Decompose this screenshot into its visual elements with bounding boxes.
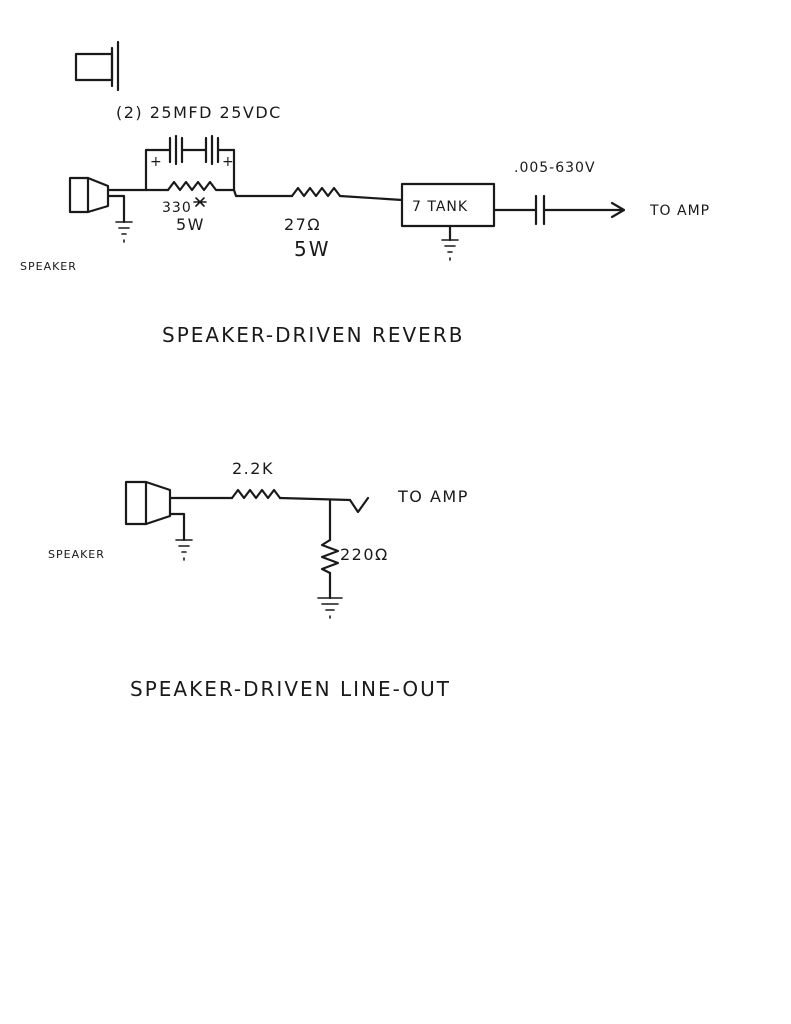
reverb-tank-label: 7 TANK [412,199,468,215]
reverb-output-arrow-icon [542,201,626,219]
reverb-wire-to-tank [338,194,404,202]
reverb-cap-label: (2) 25MFD 25VDC [116,103,282,122]
reverb-speaker-ground-icon [106,194,133,243]
lineout-shunt-ground-icon [317,571,343,619]
reverb-r2-value: 27Ω [284,215,321,234]
reverb-to-amp: TO AMP [649,203,710,219]
lineout-r2-value: 220Ω [340,545,389,564]
reverb-r1-watt: 5W [176,215,205,234]
reverb-title: SPEAKER-DRIVEN REVERB [162,323,464,347]
lineout-speaker-ground-icon [168,512,193,561]
reverb-out-cap-label: .005-630V [514,160,596,176]
lineout-output-tap-icon [348,496,370,514]
lineout-to-amp: TO AMP [397,487,469,506]
lineout-title: SPEAKER-DRIVEN LINE-OUT [130,677,451,701]
reverb-out-cap-icon [534,194,546,226]
reverb-wire-mid [232,188,294,198]
reverb-tank-ground-icon [441,224,459,261]
lineout-wire-node [278,496,352,502]
reverb-r2-watt: 5W [294,237,331,261]
reverb-speaker-icon [68,176,110,214]
reverb-speaker-label: SPEAKER [20,260,77,273]
lineout-resistor-220-icon [320,538,340,575]
reverb-cap-plus-right: + [222,154,235,170]
reverb-resistor-330-icon [166,180,226,192]
reverb-cap-left-icon [168,134,184,166]
lineout-speaker-label: SPEAKER [48,548,105,561]
reverb-cap-right-icon [204,134,220,166]
reverb-resistor-27-icon [290,186,342,198]
reverb-r1-value: 330 [162,200,192,216]
lineout-speaker-icon [124,480,172,526]
reverb-r1-ohm-mark-icon [193,197,207,207]
reverb-parallel-network [144,148,236,192]
reverb-cap-plus-left: + [150,154,163,170]
lineout-r1-value: 2.2K [232,459,274,478]
reverb-tank-box [400,182,496,228]
speaker-doodle-icon [74,40,120,92]
lineout-resistor-2k2-icon [230,488,282,500]
